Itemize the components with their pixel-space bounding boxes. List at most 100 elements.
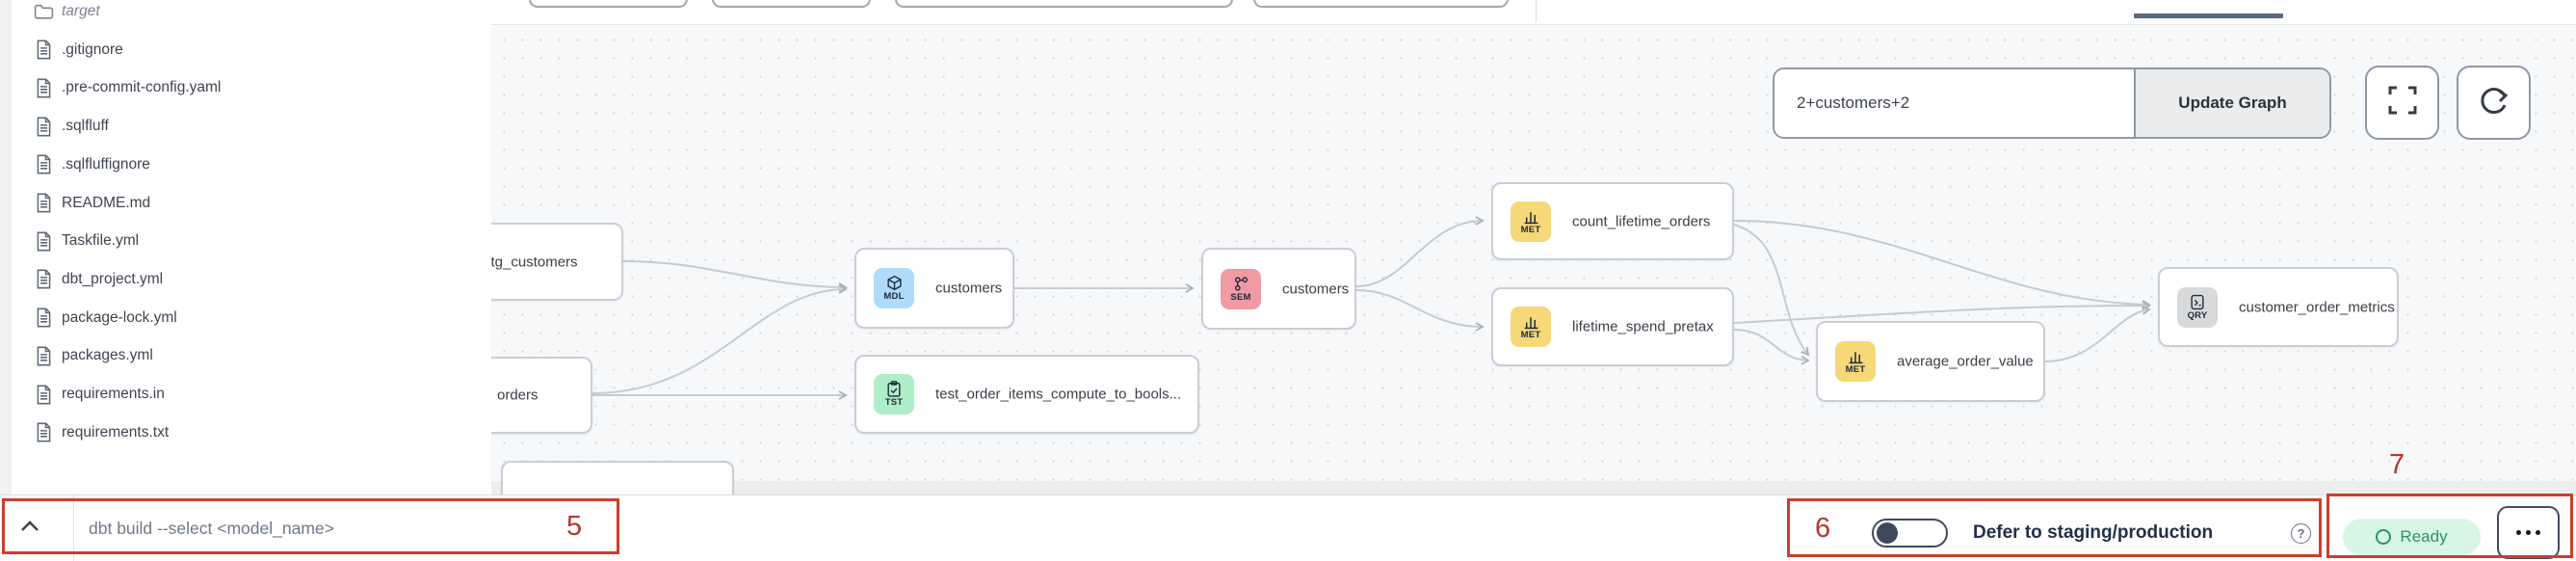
graph-node-orders[interactable]: orders	[491, 357, 592, 434]
ellipsis-icon	[2516, 530, 2521, 535]
sidebar-item-dbt-project-yml[interactable]: dbt_project.yml	[0, 260, 491, 299]
refresh-icon	[2477, 83, 2511, 122]
edge-lifetime_spend_pretax-to-average_order_value	[1733, 329, 1810, 365]
met-badge-icon: MET	[1835, 341, 1876, 382]
help-icon[interactable]: ?	[2291, 523, 2311, 544]
edge-average_order_value-to-customer_order_metrics	[2044, 306, 2151, 362]
collapse-panel-button[interactable]	[13, 515, 46, 542]
refresh-button[interactable]	[2457, 66, 2531, 140]
sidebar-item-pre-commit-config-yaml[interactable]: .pre-commit-config.yaml	[0, 68, 491, 107]
defer-toggle[interactable]	[1872, 519, 1948, 548]
fullscreen-button[interactable]	[2365, 66, 2439, 140]
edge-customers_semantic-to-lifetime_spend_pretax	[1355, 289, 1485, 332]
toggle-knob	[1877, 522, 1898, 544]
node-label: stg_customers	[491, 254, 578, 270]
chevron-up-icon	[20, 520, 39, 537]
tst-badge-icon: TST	[874, 374, 914, 414]
lineage-edges	[591, 216, 2151, 400]
graph-node-customers_model[interactable]: MDL customers	[854, 248, 1014, 329]
mdl-badge-icon: MDL	[874, 268, 914, 308]
graph-node-partial_card[interactable]	[501, 461, 734, 494]
file-icon	[32, 267, 55, 292]
status-label: Ready	[2400, 527, 2448, 546]
folder-icon	[32, 0, 55, 24]
sidebar-item-label: .sqlfluffignore	[62, 155, 150, 173]
sidebar-item-label: requirements.in	[62, 386, 165, 402]
bottom-command-bar: Defer to staging/production ? Ready	[0, 494, 2576, 561]
sidebar-item-requirements-in[interactable]: requirements.in	[0, 375, 491, 414]
edge-count_lifetime_orders-to-average_order_value	[1733, 224, 1810, 357]
toolbar-button-cutoff-3[interactable]	[895, 0, 1233, 8]
file-icon	[32, 228, 55, 254]
sidebar-item-label: .gitignore	[62, 40, 123, 58]
node-label: customers	[1282, 280, 1350, 297]
status-badge: Ready	[2343, 519, 2481, 555]
canvas-scroll-gutter	[491, 481, 2576, 494]
file-icon	[32, 306, 55, 331]
graph-node-test_order_items[interactable]: TST test_order_items_compute_to_bools...	[854, 355, 1199, 434]
update-graph-button[interactable]: Update Graph	[2134, 69, 2329, 137]
qry-badge-icon: QRY	[2177, 286, 2218, 328]
edge-orders-to-customers_model	[591, 284, 848, 394]
sidebar-item-taskfile-yml[interactable]: Taskfile.yml	[0, 222, 491, 260]
file-tree-sidebar: target .gitignore .pre-commit-config.yaml.…	[0, 0, 491, 494]
sidebar-item-readme-md[interactable]: README.md	[0, 184, 491, 223]
toolbar-button-cutoff-1[interactable]	[529, 0, 688, 8]
bottombar-divider	[73, 495, 74, 561]
graph-node-lifetime_spend_pretax[interactable]: MET lifetime_spend_pretax	[1491, 287, 1734, 366]
sidebar-item-label: dbt_project.yml	[62, 270, 164, 287]
node-label: count_lifetime_orders	[1572, 213, 1711, 229]
status-circle-icon	[2376, 529, 2392, 545]
sidebar-item-packages-yml[interactable]: packages.yml	[0, 336, 491, 375]
toolbar-button-cutoff-4[interactable]	[1253, 0, 1509, 8]
fullscreen-icon	[2386, 84, 2419, 121]
graph-node-customer_order_metrics[interactable]: QRY customer_order_metrics	[2158, 267, 2399, 347]
file-icon	[32, 420, 55, 445]
file-icon	[32, 343, 55, 368]
graph-selector-input[interactable]	[1774, 69, 2134, 137]
sidebar-item-label: .sqlfluff	[62, 118, 109, 135]
edge-stg_customers-to-customers_model	[622, 260, 848, 292]
graph-node-customers_semantic[interactable]: SEM customers	[1201, 248, 1356, 330]
sidebar-item-target[interactable]: target	[0, 0, 491, 31]
sem-badge-icon: SEM	[1221, 268, 1261, 309]
edge-count_lifetime_orders-to-customer_order_metrics	[1733, 220, 2151, 309]
file-icon	[32, 75, 55, 100]
file-icon	[32, 114, 55, 139]
sidebar-item-label: requirements.txt	[62, 423, 170, 441]
file-icon	[32, 382, 55, 407]
sidebar-item-label: target	[62, 3, 100, 19]
node-label: customer_order_metrics	[2239, 299, 2395, 315]
met-badge-icon: MET	[1511, 200, 1551, 242]
file-icon	[32, 38, 55, 63]
file-icon	[32, 191, 55, 216]
sidebar-item-sqlfluffignore[interactable]: .sqlfluffignore	[0, 146, 491, 184]
sidebar-item-label: .pre-commit-config.yaml	[62, 79, 222, 96]
dbt-command-input[interactable]	[89, 505, 599, 551]
sidebar-item-gitignore[interactable]: .gitignore	[0, 31, 491, 69]
node-label: orders	[497, 387, 539, 404]
graph-node-count_lifetime_orders[interactable]: MET count_lifetime_orders	[1491, 182, 1734, 260]
sidebar-item-requirements-txt[interactable]: requirements.txt	[0, 414, 491, 452]
node-label: customers	[935, 280, 1003, 297]
node-label: test_order_items_compute_to_bools...	[935, 386, 1182, 403]
node-label: lifetime_spend_pretax	[1572, 318, 1714, 335]
met-badge-icon: MET	[1511, 307, 1551, 347]
graph-node-stg_customers[interactable]: stg_customers	[491, 223, 623, 301]
overflow-menu-button[interactable]	[2497, 506, 2560, 559]
graph-selector-group: Update Graph	[1773, 67, 2331, 139]
file-icon	[32, 152, 55, 177]
pane-divider	[1536, 0, 1537, 22]
sidebar-item-label: README.md	[62, 194, 151, 211]
sidebar-gutter	[0, 0, 12, 494]
sidebar-item-package-lock-yml[interactable]: package-lock.yml	[0, 299, 491, 337]
sidebar-item-label: Taskfile.yml	[62, 232, 140, 250]
active-tab-indicator	[2134, 13, 2283, 18]
edge-customers_semantic-to-count_lifetime_orders	[1355, 216, 1485, 287]
toolbar-button-cutoff-2[interactable]	[712, 0, 871, 8]
edge-lifetime_spend_pretax-to-customer_order_metrics	[1733, 301, 2151, 324]
sidebar-item-sqlfluff[interactable]: .sqlfluff	[0, 107, 491, 146]
